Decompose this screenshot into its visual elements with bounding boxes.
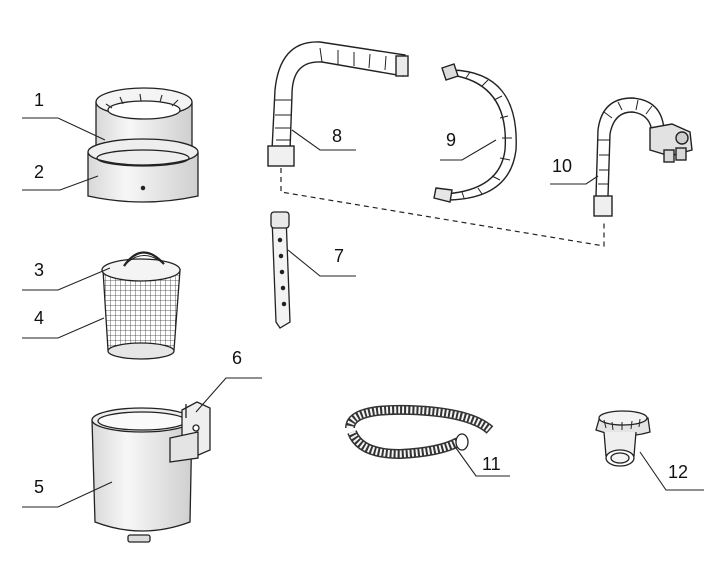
part-4-mesh-basket [101,258,181,360]
part-11-hose [345,404,494,460]
leader-4 [22,317,105,339]
leader-6 [195,377,262,413]
part-7-strap [270,211,291,329]
part-9-curved-arm [433,63,517,203]
leader-9 [440,139,497,161]
label-9: 9 [446,130,456,150]
leader-12 [639,451,704,491]
part-5-canister [91,407,193,543]
part-12-inlet-fitting [595,410,651,467]
part-3-basket-handle [123,251,165,267]
label-11: 11 [482,454,501,474]
leader-7 [287,249,356,277]
label-8: 8 [332,126,342,146]
leader-11 [455,447,510,477]
leader-10 [550,175,599,185]
label-10: 10 [552,156,572,176]
part-6-mount-bracket [169,401,211,463]
part-8-u-hanger [267,41,409,167]
label-2: 2 [34,162,44,182]
leader-1 [22,117,106,141]
leader-2 [22,175,99,191]
label-4: 4 [34,308,44,328]
leader-lines [22,117,704,508]
leader-5 [22,481,113,508]
label-12: 12 [668,462,688,482]
part-10-valve-hanger [593,97,693,217]
part-2-base-ring [87,138,199,203]
label-1: 1 [34,90,44,110]
label-5: 5 [34,477,44,497]
label-6: 6 [232,348,242,368]
leader-3 [22,267,111,291]
leader-8 [291,129,356,151]
label-3: 3 [34,260,44,280]
dashed-connector [280,168,605,247]
label-7: 7 [334,246,344,266]
